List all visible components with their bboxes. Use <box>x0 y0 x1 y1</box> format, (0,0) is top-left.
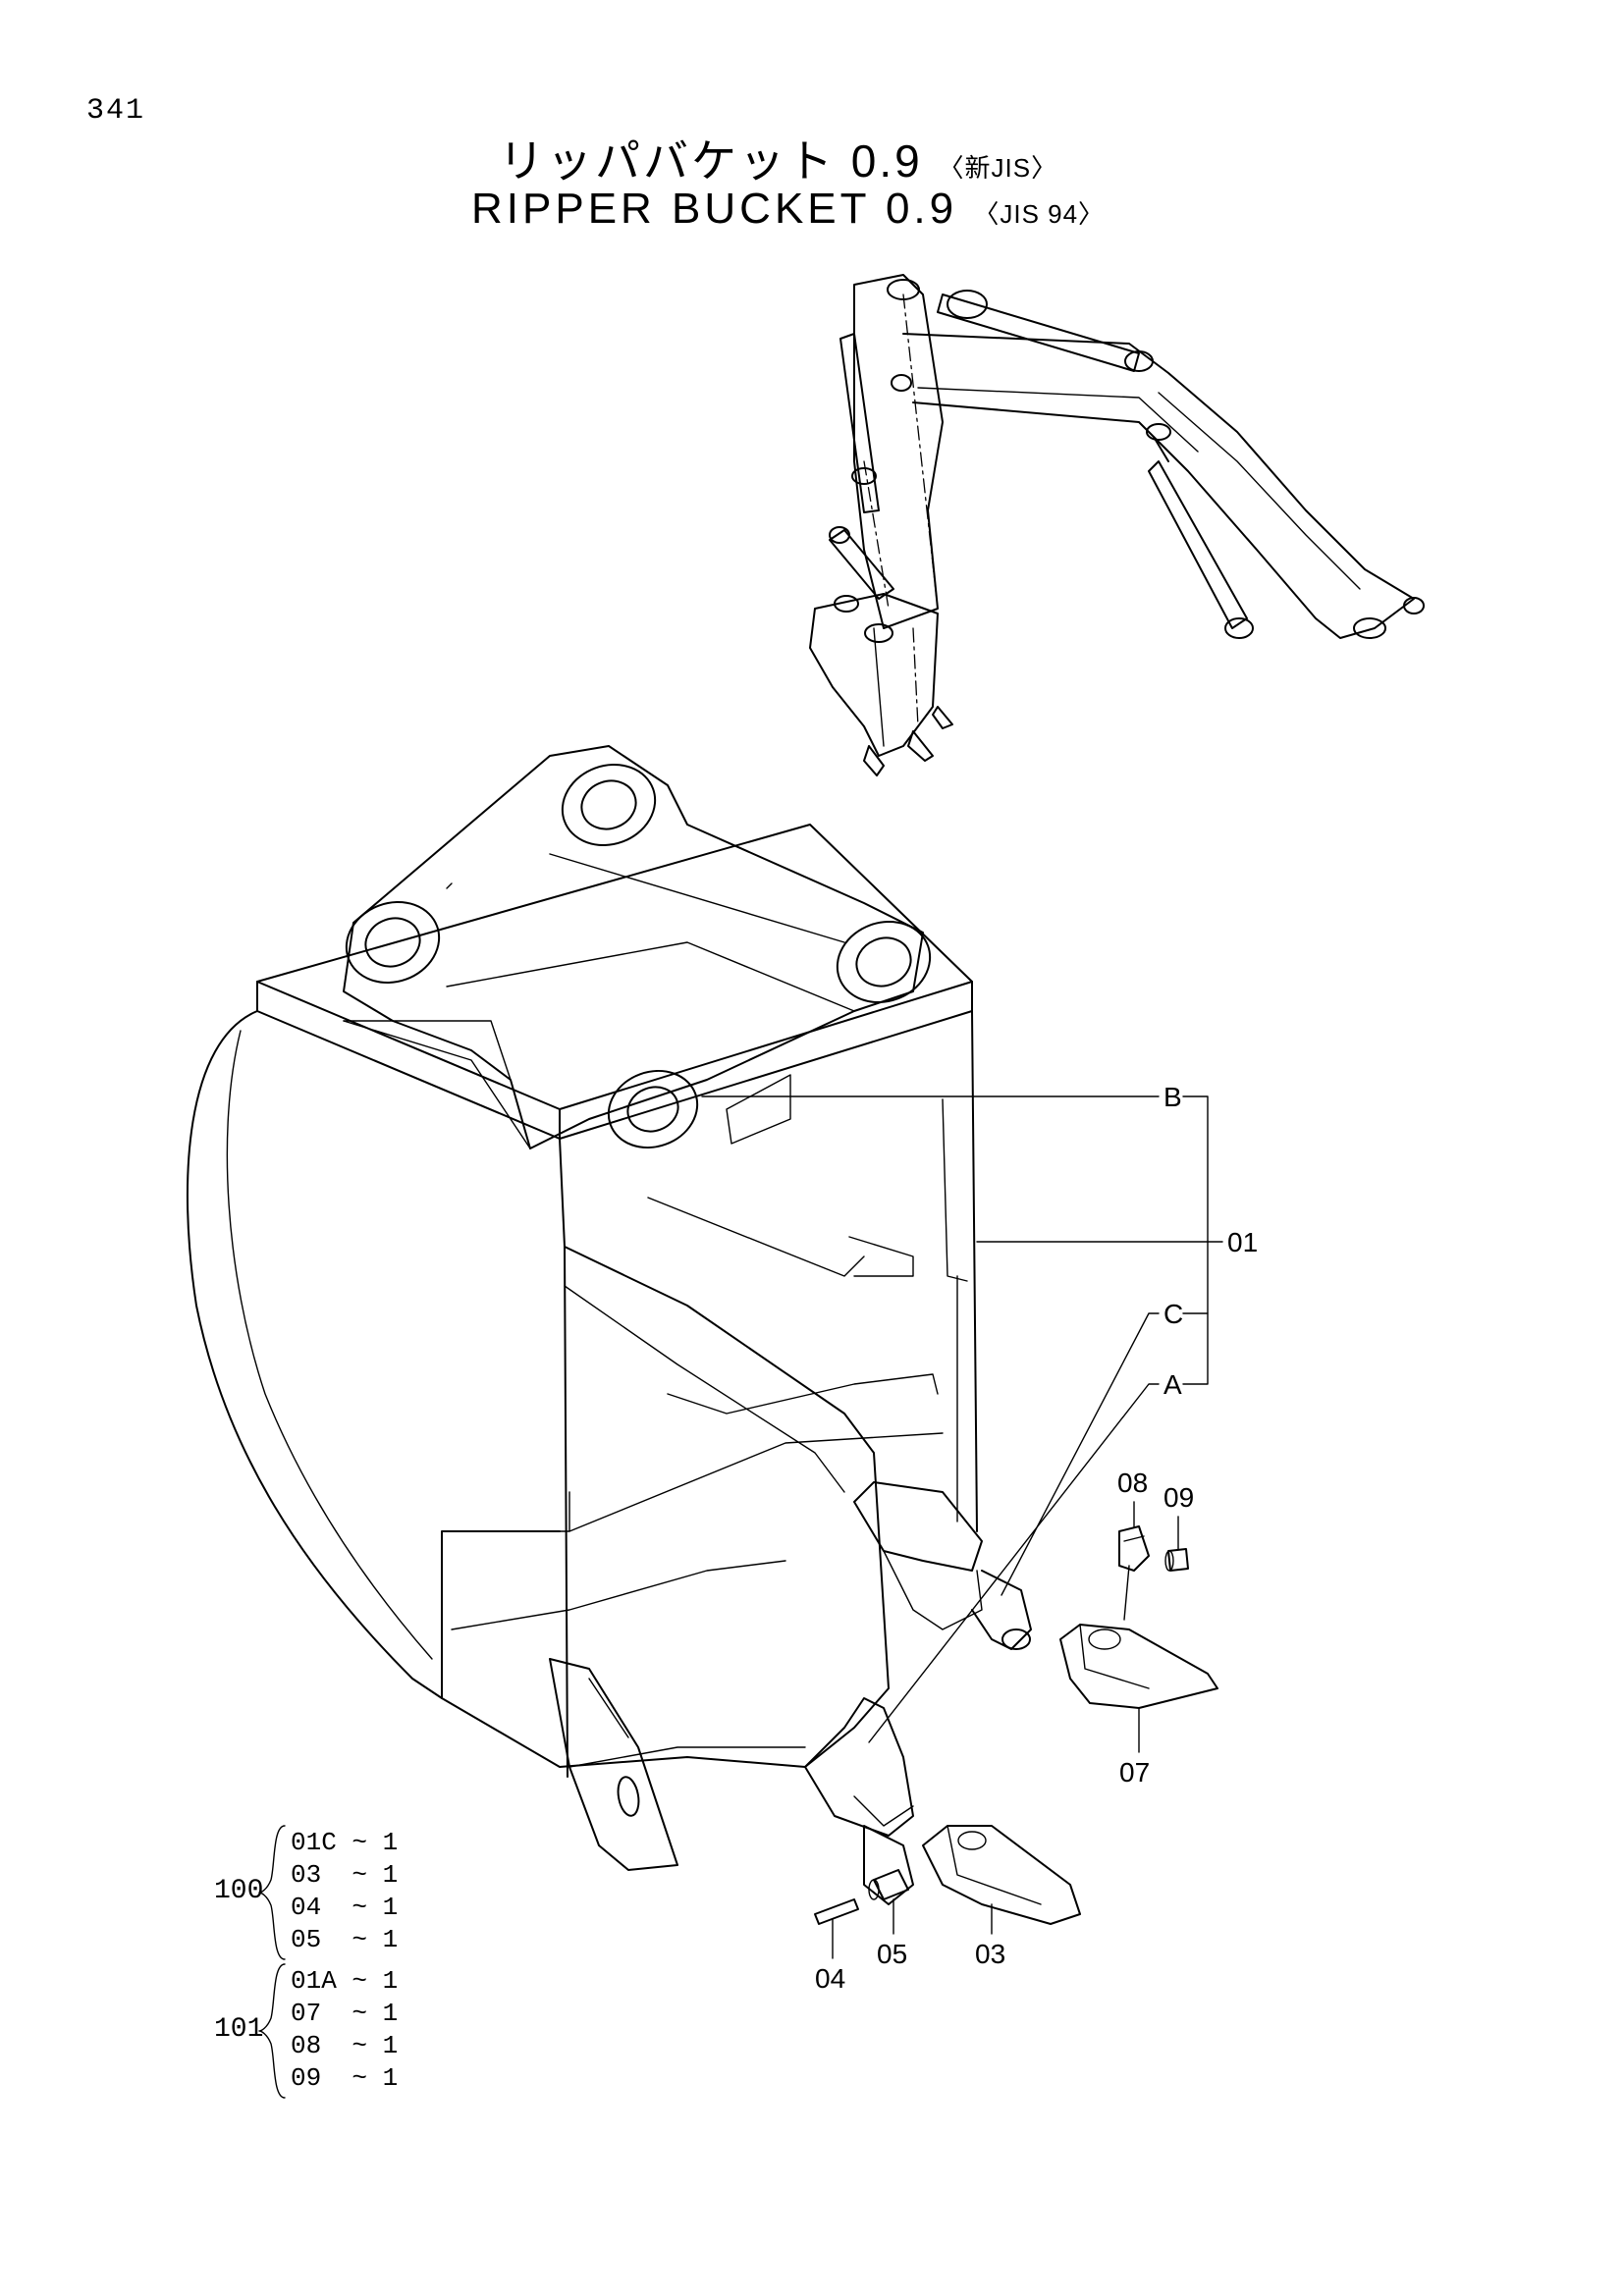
kit-100-row: 03 ~ 1 <box>291 1860 399 1890</box>
callout-05: 05 <box>877 1939 908 1969</box>
kit-100-id: 100 <box>214 1876 264 1906</box>
kit-101-row: 09 ~ 1 <box>291 2063 399 2093</box>
kit-100-row: 01C ~ 1 <box>291 1828 399 1857</box>
kit-101-row: 07 ~ 1 <box>291 1999 399 2028</box>
title-japanese: リッパバケット 0.9 〈新JIS〉 <box>499 126 1057 190</box>
callout-A: A <box>1163 1369 1182 1400</box>
kit-101-row: 08 ~ 1 <box>291 2031 399 2060</box>
callout-09: 09 <box>1163 1482 1195 1513</box>
pin-09 <box>1164 1548 1189 1572</box>
title-japanese-standard: 〈新JIS〉 <box>938 153 1058 183</box>
kit-101-id: 101 <box>214 2014 264 2045</box>
pin-04 <box>814 1898 859 1925</box>
kit-101-row: 01A ~ 1 <box>291 1966 399 1996</box>
title-english-text: RIPPER BUCKET 0.9 <box>471 185 958 233</box>
lock-08 <box>1118 1525 1150 1572</box>
tooth-07 <box>1059 1624 1218 1709</box>
callout-08: 08 <box>1117 1468 1149 1498</box>
kit-100-row: 05 ~ 1 <box>291 1925 399 1954</box>
title-english: RIPPER BUCKET 0.9 〈JIS 94〉 <box>471 185 1105 234</box>
pin-05 <box>868 1869 909 1900</box>
title-english-standard: 〈JIS 94〉 <box>973 199 1106 229</box>
callout-B: B <box>1163 1082 1182 1112</box>
title-japanese-text: リッパバケット 0.9 <box>499 135 923 187</box>
tooth-03 <box>922 1825 1081 1925</box>
callout-C: C <box>1163 1299 1184 1329</box>
callout-03: 03 <box>975 1939 1006 1969</box>
callout-01: 01 <box>1227 1227 1259 1257</box>
kit-100-row: 04 ~ 1 <box>291 1893 399 1922</box>
leader-lines <box>258 1095 1223 2099</box>
page-number: 341 <box>86 94 146 128</box>
excavator-arm-inset <box>809 274 1425 776</box>
bucket-body <box>187 745 978 1905</box>
callout-07: 07 <box>1119 1757 1151 1788</box>
upper-ripper-shank <box>853 1481 1032 1650</box>
callout-04: 04 <box>815 1963 846 1994</box>
